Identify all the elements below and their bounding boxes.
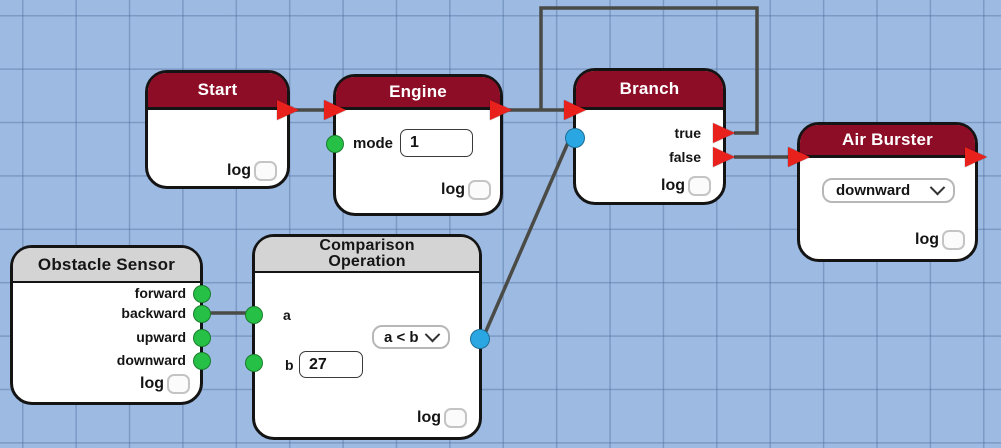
exec-output-port[interactable] xyxy=(490,100,512,120)
log-row: log xyxy=(661,176,711,196)
value-input-port-a[interactable] xyxy=(245,306,263,324)
node-branch[interactable]: Branch true false log xyxy=(564,68,735,205)
value-output-port-downward[interactable] xyxy=(193,352,211,370)
chevron-down-icon xyxy=(424,326,441,342)
log-checkbox[interactable] xyxy=(254,161,277,181)
node-obstacle-sensor-header: Obstacle Sensor xyxy=(13,248,200,283)
log-label: log xyxy=(227,162,251,179)
log-checkbox[interactable] xyxy=(444,408,467,428)
forward-port-label: forward xyxy=(134,285,186,301)
value-output-port-upward[interactable] xyxy=(193,329,211,347)
operator-dropdown-value: a < b xyxy=(384,328,419,346)
node-title: Obstacle Sensor xyxy=(37,254,176,274)
false-port-label: false xyxy=(669,149,701,165)
log-checkbox[interactable] xyxy=(167,374,190,394)
b-label: b xyxy=(285,357,294,373)
log-checkbox[interactable] xyxy=(942,230,965,250)
mode-label: mode xyxy=(353,135,394,152)
node-start-header: Start xyxy=(148,73,287,110)
exec-output-port[interactable] xyxy=(965,147,987,167)
exec-input-port[interactable] xyxy=(788,147,810,167)
upward-port-label: upward xyxy=(136,329,186,345)
direction-dropdown-value: downward xyxy=(836,182,911,199)
log-row: log xyxy=(417,408,467,428)
node-title-line1: Comparison xyxy=(319,237,415,254)
log-label: log xyxy=(140,375,164,392)
true-port-label: true xyxy=(674,125,701,141)
node-title: Engine xyxy=(389,82,447,101)
log-row: log xyxy=(915,230,965,250)
node-air-burster[interactable]: Air Burster downward log xyxy=(788,122,987,262)
log-label: log xyxy=(915,231,939,248)
condition-input-port[interactable] xyxy=(565,128,585,148)
exec-input-port[interactable] xyxy=(324,100,346,120)
node-engine-header: Engine xyxy=(336,77,500,110)
node-engine[interactable]: Engine mode log xyxy=(324,74,512,216)
node-air-burster-header: Air Burster xyxy=(800,125,975,158)
log-checkbox[interactable] xyxy=(468,180,491,200)
node-title: Air Burster xyxy=(841,130,933,149)
exec-output-port-true[interactable] xyxy=(713,123,735,143)
wire-comparison-to-branch-condition xyxy=(481,137,572,339)
exec-output-port-false[interactable] xyxy=(713,147,735,167)
exec-input-port[interactable] xyxy=(564,100,586,120)
node-title: Branch xyxy=(619,79,680,98)
node-comparison-operation[interactable]: Comparison Operation a b a < b log xyxy=(245,234,490,440)
log-row: log xyxy=(441,180,491,200)
node-start[interactable]: Start log xyxy=(145,70,299,189)
mode-input[interactable] xyxy=(400,129,473,157)
node-comparison-header: Comparison Operation xyxy=(255,237,479,273)
downward-port-label: downward xyxy=(116,352,186,368)
wire-branch-true-loop xyxy=(539,6,759,135)
log-row: log xyxy=(140,374,190,394)
log-label: log xyxy=(661,177,685,194)
node-title: Start xyxy=(197,80,238,99)
backward-port-label: backward xyxy=(121,305,186,321)
log-label: log xyxy=(441,181,465,198)
direction-dropdown[interactable]: downward xyxy=(822,178,955,203)
value-input-port-b[interactable] xyxy=(245,354,263,372)
value-output-port-backward[interactable] xyxy=(193,305,211,323)
value-output-port-forward[interactable] xyxy=(193,285,211,303)
chevron-down-icon xyxy=(929,179,946,196)
a-label: a xyxy=(283,307,291,323)
operator-dropdown[interactable]: a < b xyxy=(372,325,450,349)
node-branch-header: Branch xyxy=(576,71,723,110)
node-obstacle-sensor[interactable]: Obstacle Sensor forward backward upward … xyxy=(10,245,211,405)
node-title-line2: Operation xyxy=(328,253,406,270)
b-input[interactable] xyxy=(299,351,363,378)
result-output-port[interactable] xyxy=(470,329,490,349)
log-checkbox[interactable] xyxy=(688,176,711,196)
exec-output-port[interactable] xyxy=(277,100,299,120)
value-input-port-mode[interactable] xyxy=(326,135,344,153)
log-label: log xyxy=(417,409,441,426)
log-row: log xyxy=(227,161,277,181)
